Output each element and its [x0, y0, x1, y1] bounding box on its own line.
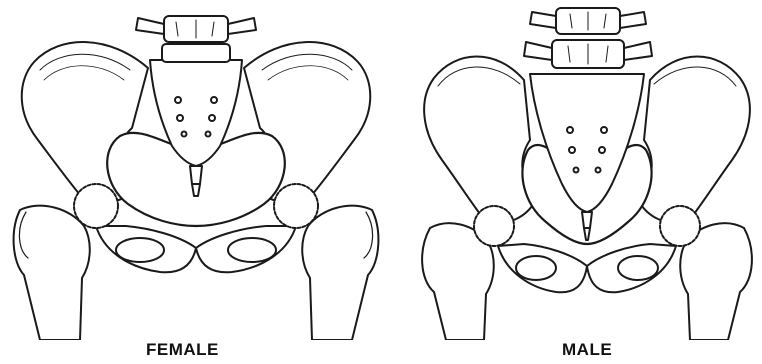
female-pelvis-figure: FEMALE [0, 0, 392, 364]
acetabulum-right [660, 206, 700, 246]
lumbar-vertebra-lower [162, 44, 230, 62]
obturator-foramen-left [516, 256, 556, 280]
acetabulum-left [474, 206, 514, 246]
male-pelvis-figure: MALE [412, 0, 762, 364]
male-label: MALE [562, 340, 612, 360]
acetabulum-left [74, 184, 118, 228]
ilium-right [638, 57, 750, 224]
coccyx [190, 166, 202, 184]
obturator-foramen-left [116, 238, 164, 262]
femur-right [302, 206, 378, 340]
obturator-foramen-right [228, 238, 276, 262]
female-pelvis-illustration [0, 0, 392, 340]
obturator-foramen-right [618, 256, 658, 280]
coccyx [582, 212, 592, 228]
ilium-left [424, 57, 536, 224]
acetabulum-right [274, 184, 318, 228]
male-pelvis-illustration [412, 0, 762, 340]
femur-left [14, 206, 90, 340]
female-label: FEMALE [146, 340, 219, 360]
